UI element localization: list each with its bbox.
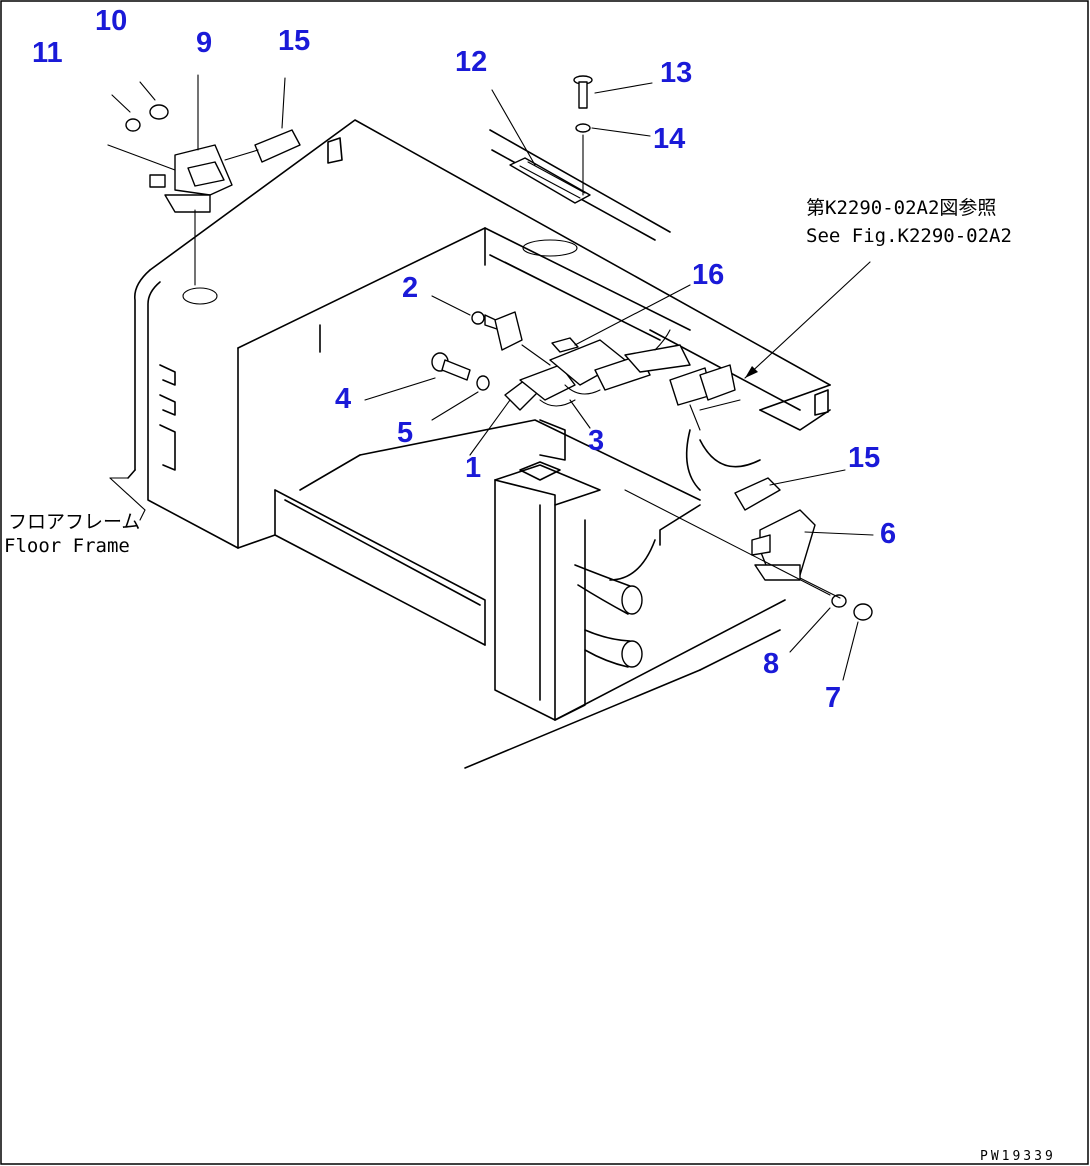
- callout-9: 9: [196, 27, 212, 59]
- callout-6: 6: [880, 518, 896, 550]
- callout-5: 5: [397, 417, 413, 449]
- part-12-plate: [509, 157, 591, 204]
- part-8-washer: [831, 594, 847, 608]
- part-14-washer: [575, 123, 591, 133]
- callout-7: 7: [825, 682, 841, 714]
- part-2-switch: [471, 311, 523, 351]
- callout-15-top: 15: [278, 25, 310, 57]
- callout-2: 2: [402, 272, 418, 304]
- part-7-nut: [853, 603, 873, 621]
- callout-11: 11: [32, 37, 63, 69]
- callout-12: 12: [455, 46, 487, 78]
- callout-8: 8: [763, 648, 779, 680]
- callout-4: 4: [335, 383, 351, 415]
- callout-10: 10: [95, 5, 127, 37]
- drawing-code: PW19339: [980, 1149, 1056, 1164]
- leader-9-mount: [107, 144, 176, 171]
- part-5-washer: [476, 375, 490, 391]
- part-11-washer: [125, 118, 141, 132]
- callout-15-lower: 15: [848, 442, 880, 474]
- part-6-bracket: [751, 509, 816, 581]
- part-4-bolt: [431, 352, 471, 381]
- floor-frame-label-en: Floor Frame: [4, 535, 130, 557]
- leader-floor-frame: [109, 477, 146, 521]
- reference-note-en: See Fig.K2290-02A2: [806, 225, 1012, 247]
- leader-7-line: [624, 489, 831, 596]
- callout-3: 3: [588, 425, 604, 457]
- callout-leaders: [111, 74, 874, 681]
- callout-1: 1: [465, 452, 481, 484]
- part-10-nut: [149, 104, 169, 120]
- part-15-top-module: [254, 129, 301, 163]
- part-15-lower-module: [734, 477, 781, 511]
- part-9-bracket: [149, 144, 233, 213]
- reference-note-jp: 第K2290-02A2図参照: [806, 197, 996, 219]
- part-13-screw: [573, 75, 593, 109]
- leader-2-harness: [521, 344, 551, 366]
- leader-6-bolt: [799, 577, 841, 599]
- callout-14: 14: [653, 123, 685, 155]
- callout-16: 16: [692, 259, 724, 291]
- callout-numbers: 1 2 3 4 5 6 7 8 9 10 11 12 13 14 15 15 1…: [32, 5, 896, 714]
- reference-arrowhead: [745, 366, 758, 378]
- slot-hole: [522, 239, 578, 257]
- floor-frame-label-jp: フロアフレーム: [8, 511, 140, 533]
- part-16-tag: [551, 337, 579, 353]
- floor-frame-body: [127, 119, 831, 769]
- callout-13: 13: [660, 57, 692, 89]
- mount-hole: [182, 287, 218, 305]
- part-1-3-harness: [504, 329, 741, 431]
